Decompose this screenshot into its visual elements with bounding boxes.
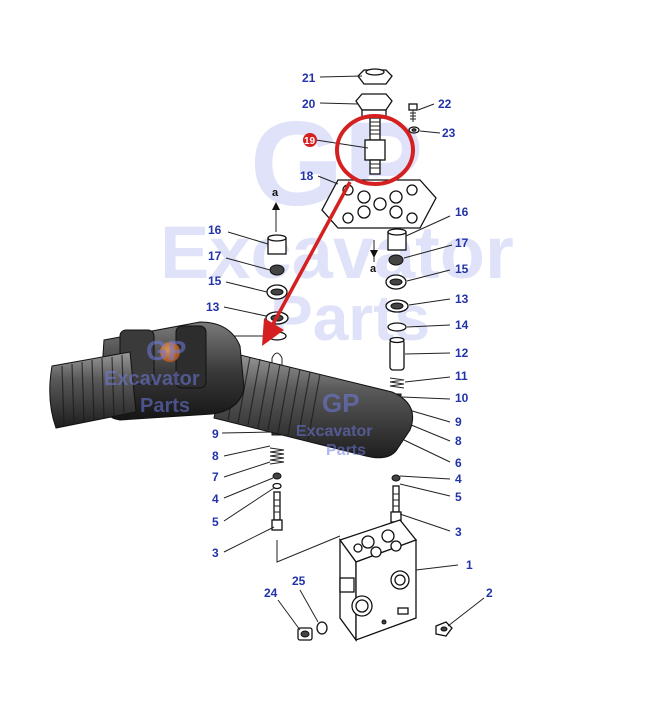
label-22: 22 [438, 97, 452, 111]
part-number-labels: 21 20 22 23 18 16 17 15 13 14 9 8 7 4 5 … [206, 71, 493, 600]
o-ring-25 [316, 621, 328, 635]
highlight-callout: 19 [262, 114, 415, 346]
label-13-left: 13 [206, 300, 220, 314]
flow-mark-right: a [370, 263, 377, 275]
photo-watermark-2-gp: GP [322, 388, 360, 418]
photo-watermark-line1: Excavator [104, 368, 200, 390]
right-column-parts: a [370, 228, 409, 540]
label-3-left: 3 [212, 546, 219, 560]
label-6: 6 [455, 456, 462, 470]
watermark-line2: Parts [270, 282, 430, 354]
photo-watermark-2-line2: Parts [326, 442, 366, 459]
plug-2 [435, 621, 453, 637]
label-20: 20 [302, 97, 316, 111]
product-photo-adjuster: GP Excavator Parts GP Excavator Parts [49, 321, 414, 459]
label-17-right: 17 [455, 236, 469, 250]
highlight-label-dot [303, 133, 317, 147]
label-15-right: 15 [455, 262, 469, 276]
highlight-arrow-head [262, 318, 284, 346]
label-24: 24 [264, 586, 278, 600]
thread-lines-left [61, 354, 125, 427]
highlight-label-19: 19 [304, 136, 316, 147]
plug-24 [297, 627, 313, 641]
label-16-right: 16 [455, 205, 469, 219]
label-2: 2 [486, 586, 493, 600]
part-19-adjuster [364, 117, 386, 175]
label-1: 1 [466, 558, 473, 572]
photo-watermark-2-line1: Excavator [296, 423, 373, 440]
label-5-left: 5 [212, 515, 219, 529]
label-15-left: 15 [208, 274, 222, 288]
label-8-right: 8 [455, 434, 462, 448]
label-14-right: 14 [455, 318, 469, 332]
label-3-right: 3 [455, 525, 462, 539]
label-9-right: 9 [455, 415, 462, 429]
label-4-left: 4 [212, 492, 219, 506]
left-column-parts: a [265, 187, 341, 563]
label-12: 12 [455, 346, 469, 360]
label-18: 18 [300, 169, 314, 183]
valve-body-1 [338, 519, 418, 642]
label-25: 25 [292, 574, 306, 588]
label-10: 10 [455, 391, 469, 405]
label-13-right: 13 [455, 292, 469, 306]
highlight-arrow-shaft [270, 181, 352, 327]
plug-20 [355, 93, 393, 119]
top-nut-21 [357, 68, 393, 85]
label-5-right: 5 [455, 490, 462, 504]
label-8-left: 8 [212, 449, 219, 463]
label-9-left: 9 [212, 427, 219, 441]
label-17-left: 17 [208, 249, 222, 263]
photo-watermark-badge [160, 342, 180, 362]
plate-18 [321, 179, 437, 229]
highlight-ring [335, 114, 415, 186]
label-23: 23 [442, 126, 456, 140]
bolt-22 [408, 103, 418, 122]
label-21: 21 [302, 71, 316, 85]
label-11: 11 [455, 369, 468, 383]
label-7: 7 [212, 470, 219, 484]
label-16-left: 16 [208, 223, 222, 237]
label-4-right: 4 [455, 472, 462, 486]
flow-mark-left: a [272, 187, 279, 199]
leader-lines [221, 75, 485, 631]
photo-watermark-gp: GP [146, 335, 186, 366]
washer-23 [408, 126, 420, 134]
photo-watermark-line2: Parts [140, 395, 190, 417]
